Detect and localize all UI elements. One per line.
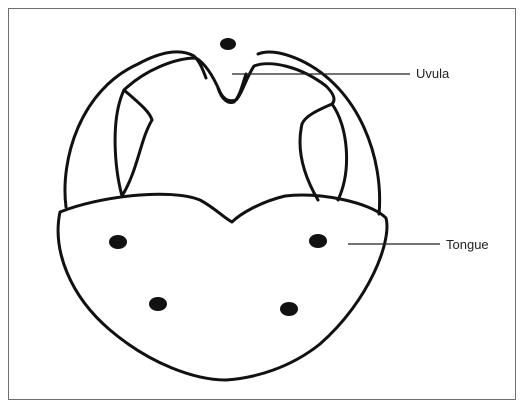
right-cheek-line xyxy=(332,104,347,200)
left-pillar-upper xyxy=(124,90,152,120)
right-pillar-upper xyxy=(302,104,332,124)
left-pillar xyxy=(122,120,152,196)
marker-dot xyxy=(149,297,167,311)
marker-dot xyxy=(309,234,327,248)
marker-dot xyxy=(109,235,127,249)
right-pillar xyxy=(300,124,318,200)
left-cheek-line xyxy=(115,90,124,196)
uvula xyxy=(218,74,246,102)
tongue-outline xyxy=(58,194,387,380)
marker-dot xyxy=(220,38,236,50)
marker-dot xyxy=(280,302,298,316)
uvula-label: Uvula xyxy=(416,67,449,80)
tongue-label: Tongue xyxy=(446,238,489,251)
oral-cavity-outline-right xyxy=(258,52,380,214)
oral-cavity-outline xyxy=(65,52,206,207)
palate-arch xyxy=(124,58,334,104)
